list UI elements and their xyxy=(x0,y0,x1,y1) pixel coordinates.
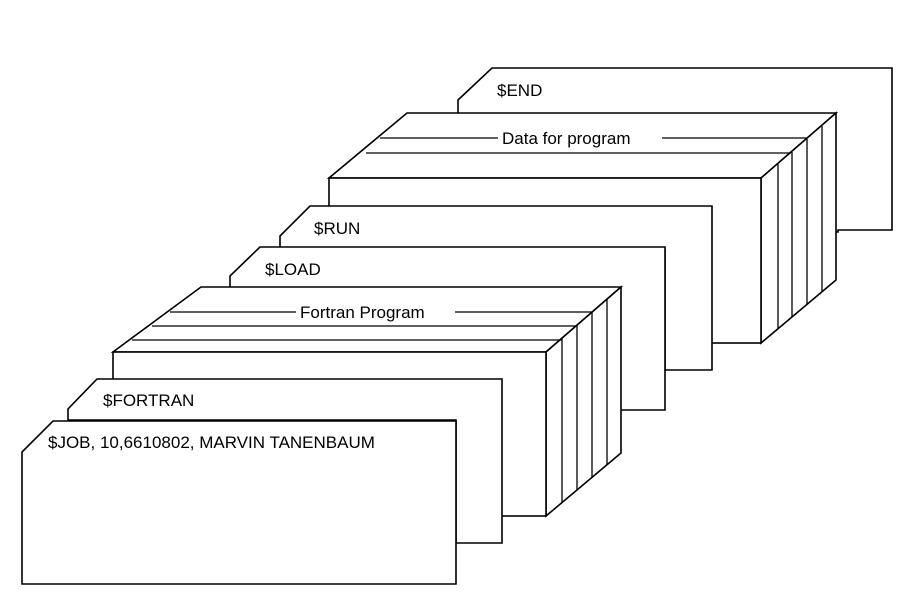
job-card: $JOB, 10,6610802, MARVIN TANENBAUM xyxy=(21,420,457,585)
job-card-label: $JOB, 10,6610802, MARVIN TANENBAUM xyxy=(48,433,375,452)
fortran-card-label: $FORTRAN xyxy=(103,391,194,410)
fortran-block-label: Fortran Program xyxy=(300,303,425,322)
fortran-card: $FORTRAN xyxy=(67,378,503,544)
load-card-label: $LOAD xyxy=(265,260,321,279)
data-block-label: Data for program xyxy=(502,129,631,148)
run-card-label: $RUN xyxy=(314,219,360,238)
end-card-label: $END xyxy=(497,81,542,100)
